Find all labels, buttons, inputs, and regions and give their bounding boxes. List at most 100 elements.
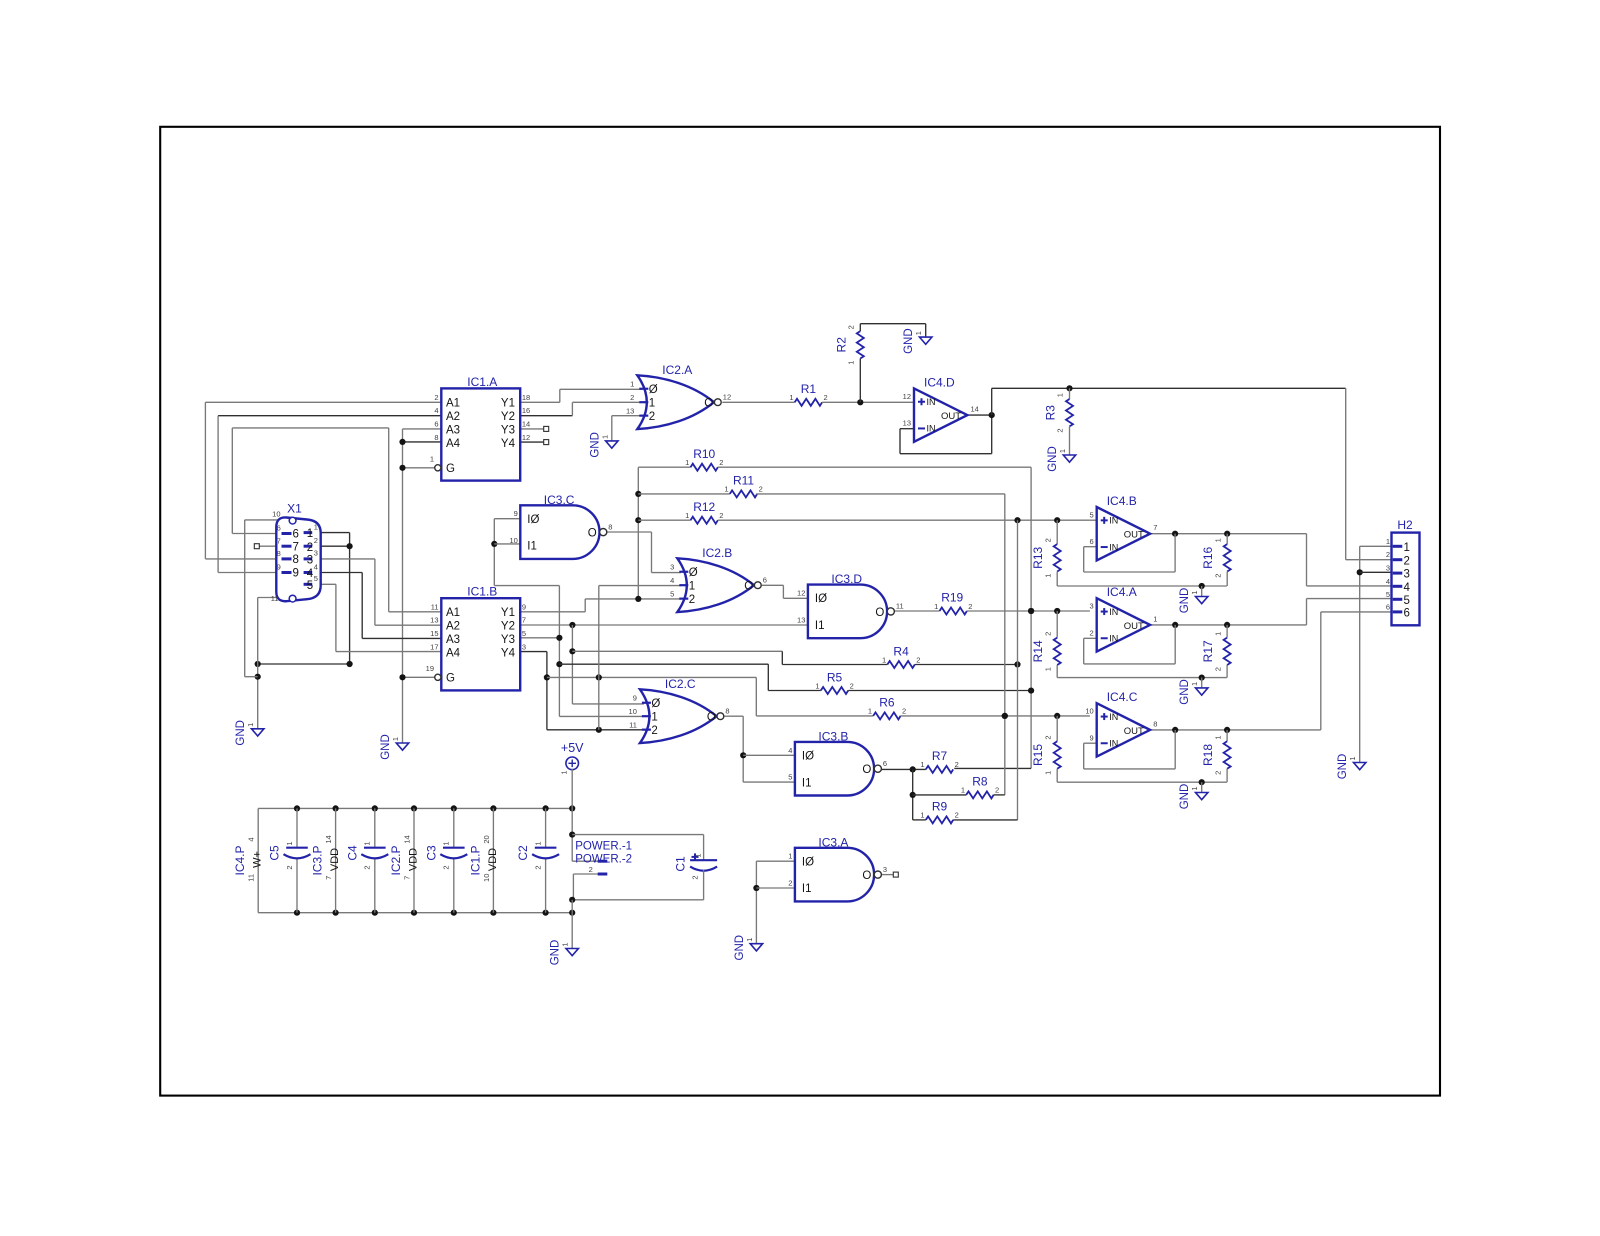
svg-text:1: 1 <box>1043 667 1052 671</box>
svg-text:1: 1 <box>561 942 570 946</box>
svg-text:5: 5 <box>788 773 792 782</box>
svg-text:IN: IN <box>1109 712 1118 722</box>
svg-text:A4: A4 <box>446 647 461 659</box>
svg-text:2: 2 <box>1213 771 1222 775</box>
svg-text:C1: C1 <box>674 856 688 872</box>
svg-text:X1: X1 <box>287 502 302 516</box>
svg-text:GND: GND <box>903 328 915 354</box>
svg-text:7: 7 <box>293 541 299 553</box>
svg-text:2: 2 <box>1386 550 1390 559</box>
svg-text:R17: R17 <box>1201 640 1215 662</box>
svg-text:9: 9 <box>277 563 281 572</box>
svg-text:O: O <box>707 712 716 724</box>
svg-text:13: 13 <box>903 418 911 427</box>
svg-text:2: 2 <box>719 511 723 520</box>
svg-text:R3: R3 <box>1044 405 1058 421</box>
svg-text:2: 2 <box>691 875 700 879</box>
svg-text:14: 14 <box>324 835 333 843</box>
svg-text:IC2.C: IC2.C <box>665 677 696 691</box>
svg-text:2: 2 <box>630 393 634 402</box>
svg-text:3: 3 <box>314 549 318 558</box>
svg-text:8: 8 <box>434 433 438 442</box>
svg-text:9: 9 <box>633 694 637 703</box>
svg-text:2: 2 <box>955 760 959 769</box>
svg-text:Ø: Ø <box>689 567 698 579</box>
svg-text:1: 1 <box>651 711 657 723</box>
svg-text:IC4.C: IC4.C <box>1107 690 1138 704</box>
svg-text:3: 3 <box>307 555 313 567</box>
svg-text:1: 1 <box>1058 449 1067 453</box>
svg-text:IC1.A: IC1.A <box>467 375 497 389</box>
svg-text:IN: IN <box>1109 607 1118 617</box>
svg-text:1: 1 <box>1348 756 1357 760</box>
svg-text:IØ: IØ <box>815 593 827 605</box>
svg-text:1: 1 <box>391 737 400 741</box>
svg-text:1: 1 <box>1404 542 1410 554</box>
svg-text:2: 2 <box>307 542 313 554</box>
svg-text:1: 1 <box>314 522 318 531</box>
svg-text:4: 4 <box>247 837 256 841</box>
svg-text:1: 1 <box>745 938 754 942</box>
svg-text:IN: IN <box>927 397 936 407</box>
svg-text:2: 2 <box>995 786 999 795</box>
svg-text:1: 1 <box>630 380 634 389</box>
svg-text:1: 1 <box>307 528 313 540</box>
svg-text:G: G <box>446 673 455 685</box>
svg-text:1: 1 <box>1056 393 1065 397</box>
svg-text:2: 2 <box>1213 574 1222 578</box>
svg-text:11: 11 <box>431 602 439 611</box>
svg-text:12: 12 <box>723 392 731 401</box>
svg-text:A1: A1 <box>446 398 460 410</box>
svg-text:VDD: VDD <box>487 848 499 871</box>
svg-text:14: 14 <box>522 420 530 429</box>
svg-text:10: 10 <box>629 707 637 716</box>
svg-text:6: 6 <box>1404 608 1410 620</box>
svg-text:Ø: Ø <box>649 384 658 396</box>
svg-text:R13: R13 <box>1031 546 1045 568</box>
svg-text:H2: H2 <box>1397 518 1413 532</box>
svg-text:8: 8 <box>608 522 612 531</box>
svg-text:18: 18 <box>522 393 530 402</box>
svg-text:R10: R10 <box>693 447 715 461</box>
svg-text:IC3.B: IC3.B <box>818 729 848 743</box>
svg-text:13: 13 <box>797 615 805 624</box>
svg-text:IC3.P: IC3.P <box>311 845 325 875</box>
svg-text:1: 1 <box>934 602 938 611</box>
svg-text:3: 3 <box>883 865 887 874</box>
svg-text:9: 9 <box>1090 733 1094 742</box>
svg-text:1: 1 <box>285 841 294 845</box>
svg-text:IC4.P: IC4.P <box>233 845 247 875</box>
svg-text:14: 14 <box>971 405 979 414</box>
svg-text:1: 1 <box>724 485 728 494</box>
svg-text:R1: R1 <box>801 382 817 396</box>
svg-text:9: 9 <box>522 602 526 611</box>
svg-text:11: 11 <box>629 720 637 729</box>
svg-text:O: O <box>744 581 753 593</box>
svg-text:2: 2 <box>434 393 438 402</box>
svg-text:GND: GND <box>380 734 392 760</box>
svg-text:2: 2 <box>1043 735 1052 739</box>
svg-text:OUT: OUT <box>1124 621 1144 632</box>
svg-text:A2: A2 <box>446 621 460 633</box>
svg-text:R5: R5 <box>827 670 843 684</box>
svg-text:1: 1 <box>914 331 923 335</box>
svg-text:1: 1 <box>788 852 792 861</box>
svg-text:1: 1 <box>1190 682 1199 686</box>
svg-text:Y3: Y3 <box>501 424 515 436</box>
svg-text:O: O <box>704 398 713 410</box>
svg-text:2: 2 <box>955 811 959 820</box>
svg-text:POWER.-1: POWER.-1 <box>575 840 632 852</box>
svg-text:1: 1 <box>920 760 924 769</box>
svg-text:IC3.A: IC3.A <box>818 835 848 849</box>
svg-text:13: 13 <box>430 616 438 625</box>
svg-text:10: 10 <box>272 510 280 519</box>
svg-text:2: 2 <box>1404 555 1410 567</box>
svg-text:1: 1 <box>1190 786 1199 790</box>
svg-text:GND: GND <box>1337 754 1349 780</box>
svg-text:8: 8 <box>725 706 729 715</box>
svg-text:1: 1 <box>1043 771 1052 775</box>
svg-text:W+: W+ <box>252 851 264 868</box>
svg-text:IN: IN <box>927 424 936 434</box>
svg-text:O: O <box>875 607 884 619</box>
svg-text:I1: I1 <box>815 620 825 632</box>
